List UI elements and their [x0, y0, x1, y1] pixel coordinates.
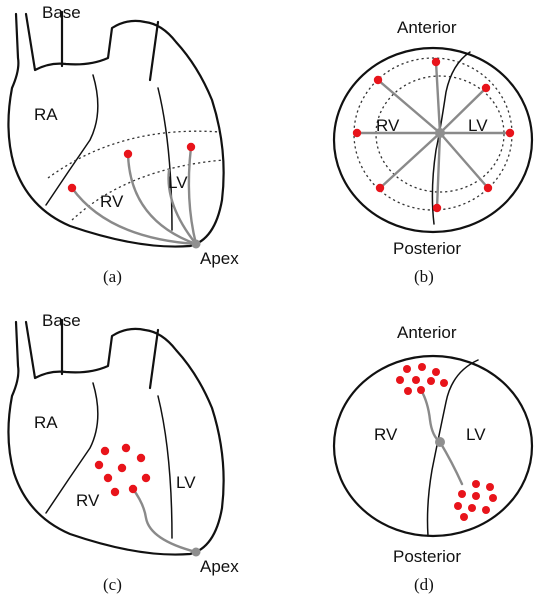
panel-b-electrode: [481, 83, 491, 93]
panel-d-label-anterior: Anterior: [397, 323, 457, 342]
panel-c-electrode: [121, 443, 131, 453]
panel-a-dotted-upper: [47, 130, 221, 179]
panel-d-electrode: [427, 377, 435, 385]
panel-a-lead-4: [187, 145, 198, 246]
panel-b-electrode: [431, 57, 441, 67]
panel-c-septum: [157, 395, 173, 539]
panel-a-label-rv: RV: [100, 192, 124, 211]
panel-d-electrode: [440, 379, 448, 387]
panel-b-lead: [435, 131, 442, 210]
panel-a-label-base: Base: [42, 3, 81, 22]
panel-d-electrode: [458, 490, 466, 498]
panel-c-heart-outline: [7, 320, 225, 556]
panel-c-electrode: [110, 487, 120, 497]
panel-c-electrode: [103, 473, 113, 483]
panel-d-electrode: [460, 513, 468, 521]
panel-d-electrode: [418, 363, 426, 371]
panel-c-label-rv: RV: [76, 491, 100, 510]
panel-d-center-dot: [435, 437, 445, 447]
panel-b-label-rv: RV: [376, 116, 400, 135]
panel-a-label-ra: RA: [34, 105, 58, 124]
panel-a-electrode: [123, 149, 133, 159]
panel-d-lead: [419, 388, 464, 486]
panel-b-electrode: [505, 128, 515, 138]
panel-b-caption: (b): [414, 267, 434, 286]
panel-b-lead: [434, 60, 442, 135]
panel-c-apex-dot: [191, 547, 201, 557]
panel-d-electrode-cluster-anterior: [396, 363, 448, 395]
panel-c-label-lv: LV: [176, 473, 196, 492]
panel-c-electrode-cluster: [94, 443, 151, 497]
panel-a-heart: Base RA RV LV Apex (a): [7, 3, 239, 286]
panel-d-electrode: [432, 368, 440, 376]
panel-c-lead: [131, 487, 198, 554]
panel-a-lead-1: [70, 186, 198, 246]
panel-b-electrode: [373, 75, 383, 85]
panel-c-electrode: [100, 446, 110, 456]
panel-a-septum: [157, 87, 173, 231]
panel-d-electrode: [482, 506, 490, 514]
panel-a-label-apex: Apex: [200, 249, 239, 268]
panel-c-vessel-right: [148, 328, 160, 390]
panel-b-electrode: [432, 203, 442, 213]
panel-c-electrode: [141, 473, 151, 483]
panel-c-label-ra: RA: [34, 413, 58, 432]
panel-a-dotted-lower: [71, 159, 225, 221]
panel-a-heart-outline: [7, 12, 225, 248]
panel-c-electrode: [117, 463, 127, 473]
panel-b-electrode: [483, 183, 493, 193]
panel-d-label-posterior: Posterior: [393, 547, 461, 566]
panel-a-label-lv: LV: [168, 173, 188, 192]
panel-c-electrode: [136, 453, 146, 463]
panel-b-electrode: [352, 128, 362, 138]
panel-d-outline: [332, 354, 534, 538]
panel-b-lead: [438, 86, 488, 135]
panel-b-electrode: [375, 183, 385, 193]
panel-b-radial-leads: [355, 60, 512, 210]
panel-c-heart: Base RA RV LV Apex (c): [7, 311, 239, 594]
panel-b-cross-section: Anterior RV LV Posterior (b): [332, 18, 534, 286]
panel-c-label-base: Base: [42, 311, 81, 330]
panel-b-lead: [378, 131, 442, 190]
panel-a-vessel-right: [148, 20, 160, 82]
panel-d-electrode: [486, 483, 494, 491]
panel-b-label-anterior: Anterior: [397, 18, 457, 37]
panel-b-lead: [438, 131, 490, 190]
panel-d-electrode: [403, 365, 411, 373]
panel-b-label-lv: LV: [468, 116, 488, 135]
panel-d-electrode: [417, 386, 425, 394]
panel-b-outline: [332, 46, 534, 234]
panel-d-electrode: [468, 504, 476, 512]
panel-d-electrode-cluster-posterior: [454, 480, 497, 521]
panel-b-lead: [376, 78, 442, 135]
panel-c-electrode: [128, 484, 138, 494]
panel-d-caption: (d): [414, 575, 434, 594]
panel-d-electrode: [472, 492, 480, 500]
panel-a-lead-3: [167, 168, 198, 246]
panel-c-caption: (c): [103, 575, 122, 594]
panel-d-label-rv: RV: [374, 425, 398, 444]
panel-a-caption: (a): [103, 267, 122, 286]
panel-d-cross-section: Anterior RV LV Posterior (d): [332, 323, 534, 594]
panel-b-label-posterior: Posterior: [393, 239, 461, 258]
panel-c-ra-border: [45, 382, 99, 514]
panel-c-electrode: [94, 460, 104, 470]
panel-d-electrode: [489, 494, 497, 502]
panel-a-ra-border: [45, 74, 99, 206]
panel-d-electrode: [412, 376, 420, 384]
panel-d-electrode: [404, 387, 412, 395]
panel-a-electrode: [67, 183, 77, 193]
panel-d-electrode: [454, 502, 462, 510]
panel-d-label-lv: LV: [466, 425, 486, 444]
panel-b-center-dot: [435, 128, 445, 138]
panel-a-electrode: [186, 142, 196, 152]
panel-d-electrode: [396, 376, 404, 384]
panel-c-label-apex: Apex: [200, 557, 239, 576]
panel-d-electrode: [472, 480, 480, 488]
panel-a-lead-2: [126, 152, 198, 246]
panel-a-apex-dot: [191, 239, 201, 249]
